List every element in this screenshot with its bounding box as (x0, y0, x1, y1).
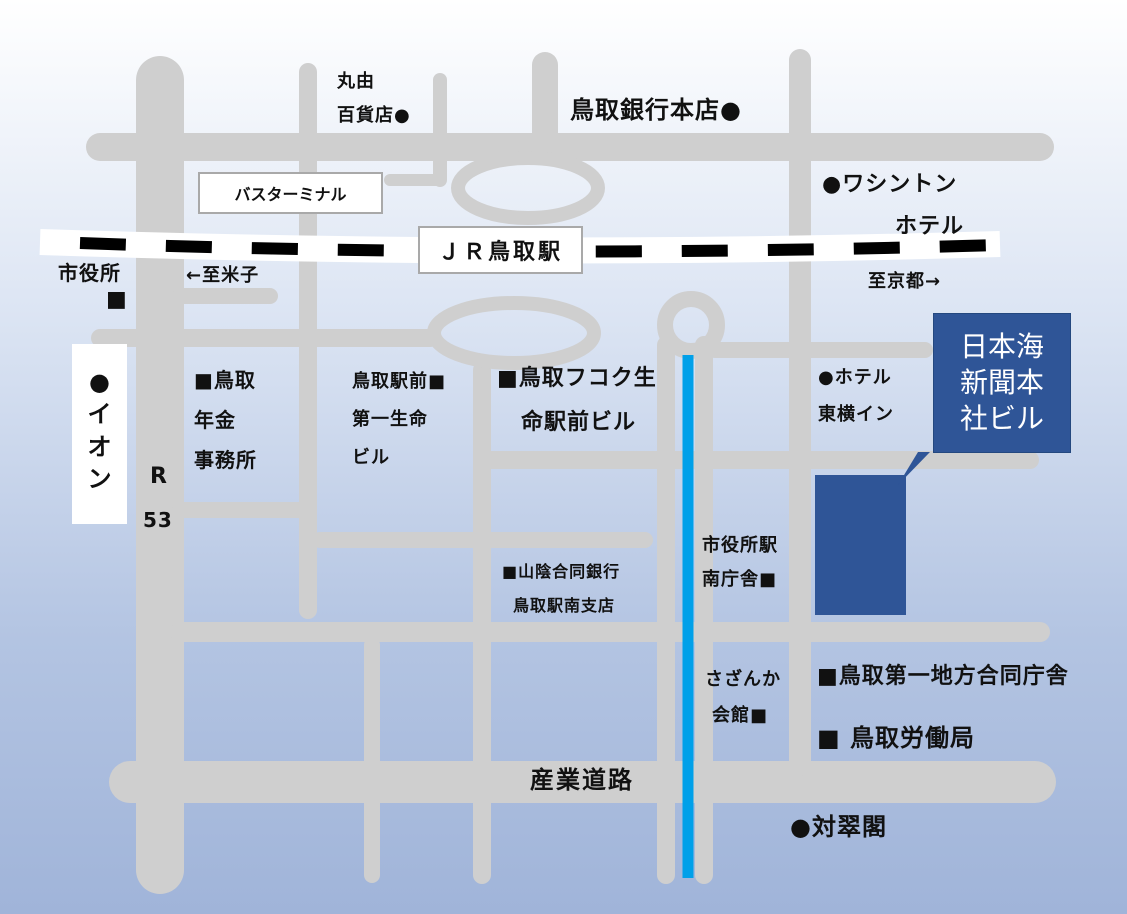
washington-hotel-label-2: ホテル (895, 214, 965, 239)
sangyo-road-label: 産業道路 (530, 766, 634, 794)
bus-terminal-label: バスターミナル (234, 185, 347, 204)
route-53-label-num: 53 (143, 508, 173, 532)
sazanka-hall-label-1: さざんか (705, 669, 781, 690)
city-hall-label-2: ■ (106, 287, 128, 312)
to-yonago-label: ←至米子 (186, 265, 260, 286)
daiichi-seimei-label-3: ビル (352, 447, 390, 468)
taisuikaku-label: ●対翠閣 (790, 813, 887, 841)
aeon-box: ● イ オ ン (72, 344, 127, 524)
nihonkai-shimbun-callout: 日本海 新聞本 社ビル (933, 313, 1071, 453)
city-hall-label-1: 市役所 (58, 261, 121, 285)
south-rotary (427, 296, 601, 370)
tottori-bank-hq-label: 鳥取銀行本店● (570, 96, 742, 124)
maruyu-label-1: 丸由 (337, 71, 375, 92)
sanin-bank-label-2: 鳥取駅南支店 (513, 596, 616, 615)
sazanka-hall-label-2: 会館■ (712, 705, 769, 726)
gov-office-label: ■鳥取第一地方合同庁舎 (817, 664, 1069, 689)
callout-line-1: 日本海 (959, 330, 1044, 364)
toyoko-inn-label-1: ●ホテル (818, 367, 892, 388)
callout-line-3: 社ビル (959, 401, 1044, 435)
pension-office-label-2: 年金 (194, 408, 236, 432)
aeon-char-2: オ (87, 432, 112, 461)
to-kyoto-label: 至京都→ (868, 271, 942, 292)
aeon-char-3: ン (87, 465, 112, 494)
route-53-label-r: R (150, 464, 168, 489)
fukoku-building-label-2: 命駅前ビル (521, 410, 637, 435)
aeon-char-1: イ (87, 400, 112, 429)
callout-pointer (898, 452, 930, 485)
sanin-bank-label-1: ■山陰合同銀行 (502, 562, 621, 581)
jr-tottori-station-box: ＪＲ鳥取駅 (418, 226, 583, 274)
jr-tottori-station-label: ＪＲ鳥取駅 (437, 240, 563, 265)
minami-chosha-label-2: 南庁舎■ (702, 569, 778, 590)
daiichi-seimei-label-1: 鳥取駅前■ (352, 371, 447, 392)
aeon-dot-icon: ● (89, 368, 110, 396)
toyoko-inn-label-2: 東横イン (818, 404, 894, 425)
callout-line-2: 新聞本 (959, 366, 1044, 400)
fukoku-building-label-1: ■鳥取フコク生 (497, 366, 657, 391)
north-rotary (451, 151, 605, 225)
nihonkai-shimbun-building (815, 475, 906, 615)
pension-office-label-1: ■鳥取 (194, 368, 256, 392)
labor-bureau-label: ■ 鳥取労働局 (817, 724, 976, 752)
river-roundabout (657, 291, 725, 359)
minami-chosha-label-1: 市役所駅 (702, 535, 778, 556)
maruyu-label-2: 百貨店● (337, 105, 411, 126)
daiichi-seimei-label-2: 第一生命 (352, 409, 428, 430)
washington-hotel-label-1: ●ワシントン (822, 172, 958, 197)
pension-office-label-3: 事務所 (194, 448, 257, 472)
bus-terminal-box: バスターミナル (198, 172, 383, 214)
